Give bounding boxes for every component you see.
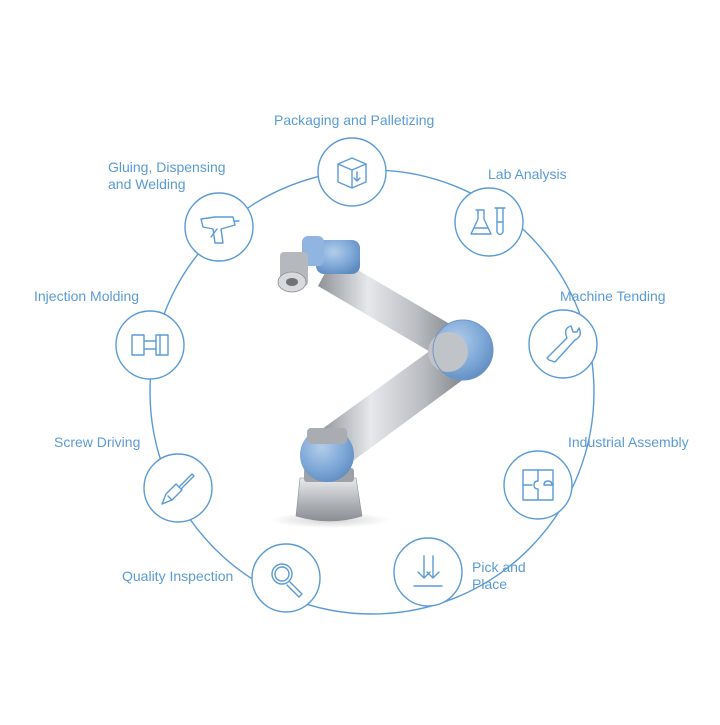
flask-icon (470, 207, 506, 236)
application-label-machine: Machine Tending (560, 288, 666, 305)
label-line: Place (472, 576, 508, 592)
label-line: Industrial Assembly (568, 434, 689, 450)
application-label-packaging: Packaging and Palletizing (274, 112, 434, 129)
puzzle-icon (522, 469, 554, 501)
label-line: Quality Inspection (122, 568, 234, 584)
label-line: Lab Analysis (488, 166, 567, 182)
wrench-icon (546, 325, 582, 363)
application-label-lab: Lab Analysis (488, 166, 567, 183)
icon-circle (454, 187, 524, 257)
icon-circle (528, 309, 598, 379)
mold-icon (131, 334, 169, 356)
label-line: and Welding (108, 176, 186, 192)
application-node-screw (143, 453, 213, 523)
application-label-screw: Screw Driving (54, 434, 140, 451)
label-line: Packaging and Palletizing (274, 112, 435, 128)
application-node-machine (528, 309, 598, 379)
box-icon (337, 157, 367, 189)
down-arrows-icon (413, 555, 443, 587)
application-node-injection (115, 310, 185, 380)
label-line: Pick and (472, 559, 526, 575)
label-line: Injection Molding (34, 288, 140, 304)
icon-circle (115, 310, 185, 380)
application-node-quality (251, 543, 321, 613)
magnifier-icon (271, 563, 303, 598)
label-line: Machine Tending (560, 288, 666, 304)
label-line: Screw Driving (54, 434, 141, 450)
application-node-packaging (317, 137, 387, 207)
application-node-pick (393, 537, 463, 607)
icon-circle (184, 192, 254, 262)
icon-circle (393, 537, 463, 607)
glue-gun-icon (200, 216, 240, 244)
application-label-quality: Quality Inspection (122, 568, 233, 585)
icon-circle (503, 450, 573, 520)
screwdriver-icon (161, 473, 195, 505)
application-node-assembly (503, 450, 573, 520)
application-node-gluing (184, 192, 254, 262)
label-line: Gluing, Dispensing (108, 159, 226, 175)
application-label-injection: Injection Molding (34, 288, 139, 305)
icon-circle (251, 543, 321, 613)
application-label-assembly: Industrial Assembly (568, 434, 689, 451)
application-node-lab (454, 187, 524, 257)
robot-arm-illustration (270, 236, 494, 528)
icon-circle (143, 453, 213, 523)
